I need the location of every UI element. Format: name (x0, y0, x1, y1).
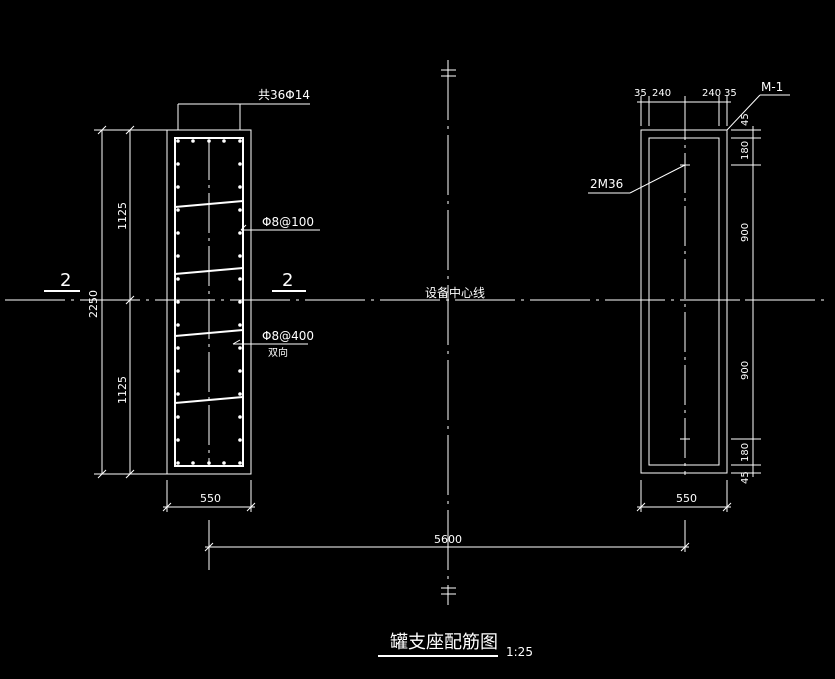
left-width-tick-2 (246, 502, 256, 512)
rebar-dot (207, 139, 211, 143)
stirrup-1 (174, 200, 244, 208)
rebar-callout: 共36Φ14 (258, 88, 310, 102)
tie-callout: Φ8@400 (262, 329, 314, 343)
rebar-dot (191, 139, 195, 143)
drawing-scale: 1:25 (506, 645, 533, 659)
left-width-dim: 550 (200, 492, 221, 505)
section-mark-left: 2 (60, 270, 71, 291)
rebar-dot (176, 369, 180, 373)
rebar-dot (238, 369, 242, 373)
stirrup-callout: Φ8@100 (262, 215, 314, 229)
rebar-dot (176, 139, 180, 143)
section-mark-right: 2 (282, 270, 293, 291)
rebar-dot (238, 185, 242, 189)
rebar-dot (176, 300, 180, 304)
rebar-dot (238, 300, 242, 304)
right-vdim-6: 45 (740, 471, 751, 484)
right-vdim-1: 45 (740, 113, 751, 126)
left-rebar-cage (174, 137, 244, 467)
rebar-dot (207, 461, 211, 465)
tie-note: 双向 (268, 346, 288, 359)
right-top-dim-3: 240 (702, 88, 721, 99)
rebar-dot (222, 461, 226, 465)
dim-height-bottom: 1125 (116, 376, 129, 404)
rebar-dot (176, 392, 180, 396)
rebar-dot (238, 231, 242, 235)
rebar-dot (238, 438, 242, 442)
bolt-callout-pointer (629, 164, 686, 194)
rebar-dot (238, 415, 242, 419)
rebar-dot (176, 254, 180, 258)
dim-tick-5 (125, 469, 135, 479)
rebar-dot (176, 461, 180, 465)
rebar-dot (176, 323, 180, 327)
centerline-label: 设备中心线 (425, 285, 485, 300)
stirrup-callout-pointer (240, 224, 247, 231)
right-vdim-3: 900 (740, 223, 751, 242)
left-pier-outline (166, 129, 252, 475)
dim-tick-3 (125, 125, 135, 135)
rebar-dot (176, 162, 180, 166)
m1-leader-diagonal (726, 94, 761, 131)
right-pier-outline (640, 129, 728, 474)
left-width-tick-1 (162, 502, 172, 512)
rebar-dot (176, 277, 180, 281)
rebar-dot (238, 461, 242, 465)
rebar-dot (238, 254, 242, 258)
dim-height-top: 1125 (116, 202, 129, 230)
stirrup-2 (174, 267, 244, 275)
rebar-dot (238, 208, 242, 212)
dim-tick-4 (125, 295, 135, 305)
right-top-dim-1: 35 (634, 88, 647, 99)
rebar-dot (176, 208, 180, 212)
overall-tick-1 (204, 542, 214, 552)
rebar-dot (238, 323, 242, 327)
rebar-dot (238, 346, 242, 350)
right-embed-plate (648, 137, 720, 466)
drawing-title: 罐支座配筋图 (390, 632, 498, 653)
rebar-dots (176, 139, 242, 465)
rebar-dot (238, 162, 242, 166)
rebar-dot (176, 346, 180, 350)
rebar-dot (176, 438, 180, 442)
embed-mark: M-1 (761, 80, 783, 94)
rebar-dot (222, 139, 226, 143)
rebar-dot (191, 461, 195, 465)
right-width-tick-2 (722, 502, 732, 512)
overall-dim: 5600 (434, 533, 462, 546)
right-vdim-2: 180 (740, 141, 751, 160)
right-width-tick-1 (636, 502, 646, 512)
right-width-dim: 550 (676, 492, 697, 505)
rebar-dot (238, 392, 242, 396)
right-top-dim-2: 240 (652, 88, 671, 99)
right-top-dim-4: 35 (724, 88, 737, 99)
stirrup-4 (174, 396, 244, 404)
rebar-dot (176, 185, 180, 189)
right-vdim-4: 900 (740, 361, 751, 380)
rebar-dot (238, 139, 242, 143)
dim-height-total: 2250 (87, 290, 100, 318)
rebar-dot (176, 415, 180, 419)
tie-callout-pointer (232, 339, 241, 345)
right-vdim-5: 180 (740, 443, 751, 462)
stirrup-3 (174, 329, 244, 337)
dim-tick-1 (97, 125, 107, 135)
overall-tick-2 (680, 542, 690, 552)
rebar-dot (176, 231, 180, 235)
bolt-callout: 2M36 (590, 177, 623, 191)
rebar-dot (238, 277, 242, 281)
dim-tick-2 (97, 469, 107, 479)
